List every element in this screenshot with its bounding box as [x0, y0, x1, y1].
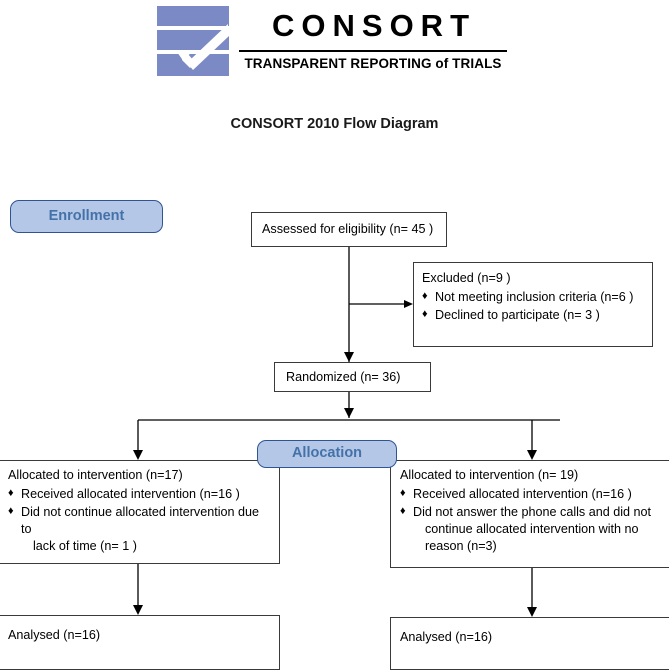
list-item-label: Received allocated intervention (n=16 )	[413, 487, 632, 501]
box-item-list: ♦ Received allocated intervention (n=16 …	[400, 486, 663, 555]
box-title: Analysed (n=16)	[400, 630, 493, 644]
box-title: Allocated to intervention (n= 19)	[400, 468, 579, 482]
arrowhead-analysed-left	[133, 605, 143, 615]
flow-box-analysed-left: Analysed (n=16)	[0, 615, 280, 670]
list-item: ♦ Declined to participate (n= 3 )	[422, 307, 652, 324]
logo-band-top	[157, 6, 229, 26]
checkmark-icon	[157, 24, 229, 70]
list-item: ♦ Not meeting inclusion criteria (n=6 )	[422, 289, 652, 306]
flow-box-analysed-right: Analysed (n=16)	[390, 617, 669, 670]
list-item-label: Did not continue allocated intervention …	[21, 505, 260, 536]
consort-logo-header: CONSORT TRANSPARENT REPORTING of TRIALS	[157, 6, 509, 78]
box-title: Assessed for eligibility (n= 45 )	[262, 222, 434, 236]
arrowhead-randomized	[344, 352, 354, 362]
box-title: Allocated to intervention (n=17)	[8, 468, 183, 482]
list-item: ♦ Did not continue allocated interventio…	[8, 504, 273, 555]
flow-box-allocation-left: Allocated to intervention (n=17) ♦ Recei…	[0, 460, 280, 564]
stage-badge-enrollment: Enrollment	[10, 200, 163, 233]
flow-box-excluded: Excluded (n=9 ) ♦ Not meeting inclusion …	[413, 262, 653, 347]
list-item-label: Received allocated intervention (n=16 )	[21, 487, 240, 501]
list-item-label: Not meeting inclusion criteria (n=6 )	[435, 290, 634, 304]
arrowhead-allocation-left	[133, 450, 143, 460]
list-item: ♦ Did not answer the phone calls and did…	[400, 504, 663, 555]
list-item-label: Did not answer the phone calls and did n…	[413, 505, 652, 519]
list-item: ♦ Received allocated intervention (n=16 …	[400, 486, 663, 503]
flow-box-allocation-right: Allocated to intervention (n= 19) ♦ Rece…	[390, 460, 669, 568]
arrowhead-randomized-split	[344, 408, 354, 418]
box-item-list: ♦ Received allocated intervention (n=16 …	[8, 486, 273, 555]
box-item-list: ♦ Not meeting inclusion criteria (n=6 ) …	[422, 289, 652, 324]
arrowhead-excluded	[404, 300, 413, 308]
diamond-bullet-icon: ♦	[8, 505, 14, 517]
page-title: CONSORT 2010 Flow Diagram	[230, 116, 439, 132]
diamond-bullet-icon: ♦	[422, 290, 428, 302]
arrowhead-analysed-right	[527, 607, 537, 617]
logo-tagline: TRANSPARENT REPORTING of TRIALS	[244, 56, 502, 71]
logo-wordmark: CONSORT	[272, 8, 476, 43]
stage-badge-allocation: Allocation	[257, 440, 397, 468]
box-title: Excluded (n=9 )	[422, 271, 511, 285]
list-item-label-continued: lack of time (n= 1 )	[33, 539, 137, 553]
list-item-label-continued: continue allocated intervention with no	[425, 522, 639, 536]
list-item-label: Declined to participate (n= 3 )	[435, 308, 600, 322]
diamond-bullet-icon: ♦	[400, 487, 406, 499]
flow-box-assessed-for-eligibility: Assessed for eligibility (n= 45 )	[251, 212, 447, 247]
arrowhead-allocation-right	[527, 450, 537, 460]
diamond-bullet-icon: ♦	[422, 308, 428, 320]
consort-logo-mark	[157, 6, 229, 76]
logo-divider-rule	[239, 50, 507, 52]
list-item: ♦ Received allocated intervention (n=16 …	[8, 486, 273, 503]
list-item-label-continued-2: reason (n=3)	[425, 539, 497, 553]
diamond-bullet-icon: ♦	[8, 487, 14, 499]
flow-box-randomized: Randomized (n= 36)	[274, 362, 431, 392]
diamond-bullet-icon: ♦	[400, 505, 406, 517]
box-title: Randomized (n= 36)	[286, 370, 401, 384]
box-title: Analysed (n=16)	[8, 628, 101, 642]
